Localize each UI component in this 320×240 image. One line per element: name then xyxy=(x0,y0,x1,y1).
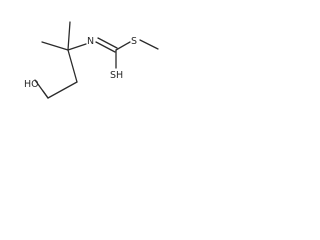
bond-n-c-double-1 xyxy=(95,41,116,53)
atom-label-n: N xyxy=(87,36,94,47)
atom-label-ho: HO xyxy=(24,79,39,90)
bond-choh-ch2 xyxy=(47,81,78,99)
bond-c-s xyxy=(115,41,131,51)
bond-s-methyl xyxy=(139,39,159,50)
bond-ch2-cq xyxy=(67,49,78,83)
bond-n-c-double-2 xyxy=(97,37,118,49)
bond-cq-n xyxy=(67,43,87,51)
bond-choh-ho xyxy=(42,90,49,99)
atom-label-s: S xyxy=(131,36,137,47)
atom-label-sh: SH xyxy=(110,70,123,81)
bond-cq-methyl-b xyxy=(67,21,71,51)
bond-cq-methyl-a xyxy=(41,41,69,51)
structure-canvas: HO N S SH xyxy=(0,0,177,126)
molecule-structure: HO N S SH xyxy=(24,21,159,99)
